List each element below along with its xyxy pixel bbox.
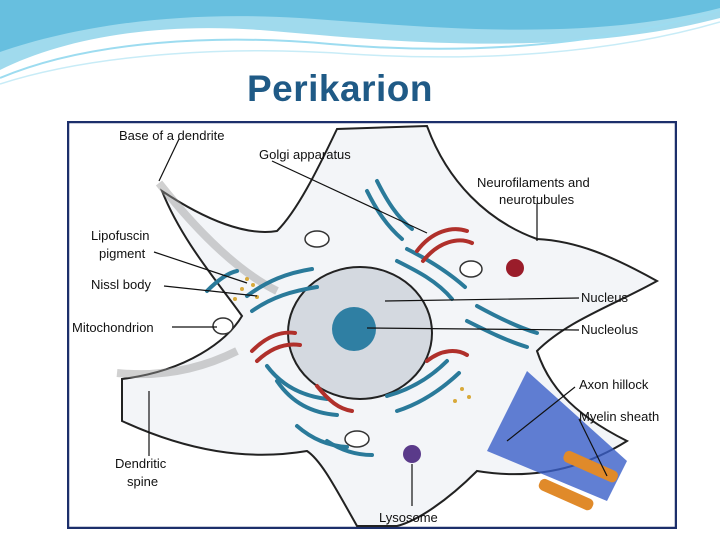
leader-lines [148,138,608,506]
label-nucleus: Nucleus [581,290,628,305]
myelin-sheath-2 [538,478,594,511]
lysosome [403,445,421,463]
label-nucleolus: Nucleolus [581,322,639,337]
diagram-canvas: Base of a dendrite Golgi apparatus Neuro… [67,121,677,529]
mitochondria [212,230,483,448]
header-wave-decoration [0,0,720,85]
slide-title: Perikarion [247,68,433,109]
dendrite-top-left [155,180,279,295]
label-golgi-apparatus: Golgi apparatus [259,147,351,162]
label-dendritic-line2: spine [127,474,158,489]
dendrite-left [116,347,239,379]
perikarion-diagram: Base of a dendrite Golgi apparatus Neuro… [67,121,677,529]
label-neurofilaments-line1: Neurofilaments and [477,175,590,190]
label-neurofilaments-line2: neurotubules [499,192,575,207]
label-myelin-sheath: Myelin sheath [579,409,659,424]
label-lysosome: Lysosome [379,510,438,525]
label-lipofuscin-line2: pigment [99,246,146,261]
label-dendritic-line1: Dendritic [115,456,167,471]
nucleolus [332,307,376,351]
myelin-sheath-1 [563,450,618,483]
nissl-bodies [205,179,539,457]
label-base-of-dendrite: Base of a dendrite [119,128,225,143]
label-lipofuscin-line1: Lipofuscin [91,228,150,243]
label-axon-hillock: Axon hillock [579,377,649,392]
lysosome-2 [506,259,524,277]
lipofuscin-pigment [233,277,471,403]
label-nissl-body: Nissl body [91,277,151,292]
golgi-apparatus [250,227,474,413]
label-mitochondrion: Mitochondrion [72,320,154,335]
